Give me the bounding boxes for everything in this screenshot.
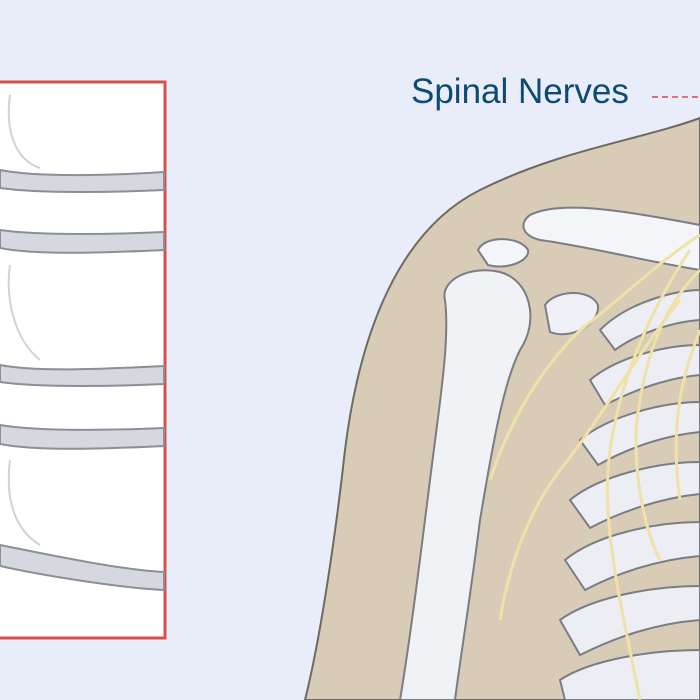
spinal-nerves [488, 233, 700, 700]
coracoid-bone [543, 292, 600, 336]
inset-zoom-panel [0, 80, 167, 640]
clavicle-bone [522, 206, 700, 272]
acromion-bone [476, 238, 530, 268]
spinal-nerves-label: Spinal Nerves [411, 72, 629, 111]
humerus-bone [398, 269, 532, 700]
